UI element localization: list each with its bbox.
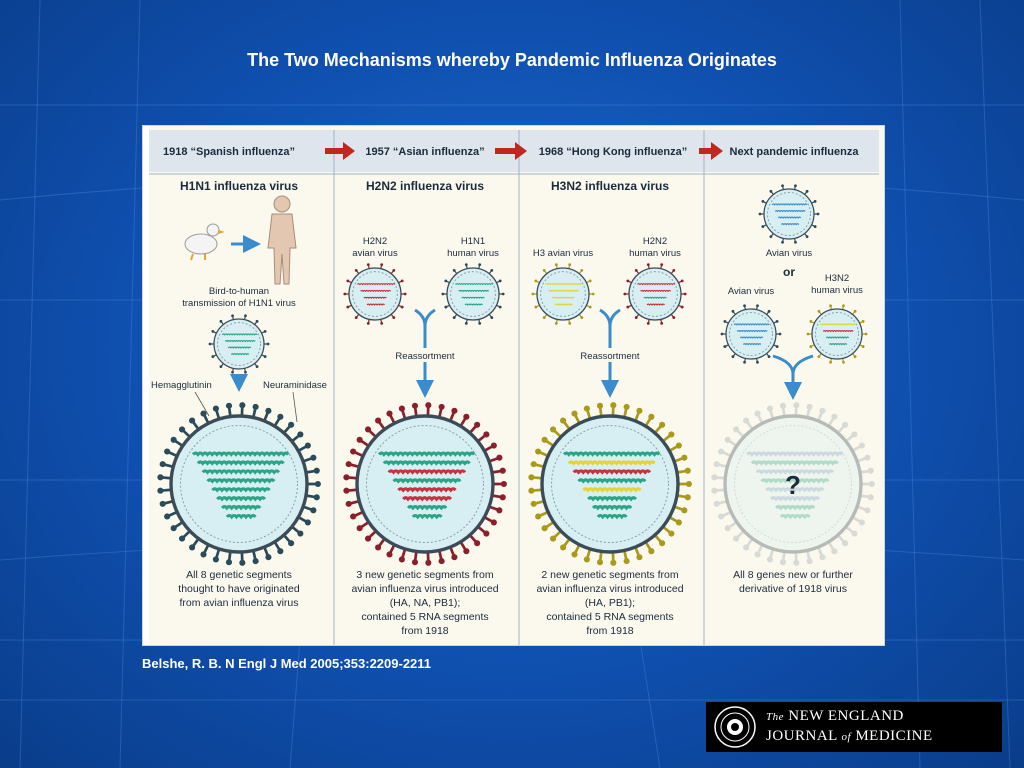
- label-transmission: transmission of H1N1 virus: [182, 298, 296, 309]
- header-1957: 1957 “Asian influenza”: [365, 146, 484, 158]
- large-virus-next: [711, 402, 875, 566]
- label-h3n2-1: H3N2: [825, 273, 849, 284]
- label-h2n2-avian-1: H2N2: [363, 236, 387, 247]
- nejm-wordmark: The NEW ENGLAND JOURNAL of MEDICINE: [766, 708, 933, 744]
- svg-text:from avian influenza virus: from avian influenza virus: [179, 597, 298, 609]
- small-virus-h1n1: [208, 314, 270, 374]
- label-h3-avian: H3 avian virus: [533, 248, 593, 259]
- virus-h1n1-human: [441, 263, 505, 325]
- virus-h3n2-human: [806, 304, 868, 364]
- svg-text:All 8 genetic segments: All 8 genetic segments: [186, 569, 292, 581]
- svg-text:All 8 genes new or further: All 8 genes new or further: [733, 569, 853, 581]
- question-mark: ?: [785, 470, 801, 500]
- svg-text:avian influenza virus introduc: avian influenza virus introduced: [536, 583, 683, 595]
- subheader-h1n1: H1N1 influenza virus: [180, 179, 298, 193]
- svg-text:(HA, NA, PB1);: (HA, NA, PB1);: [390, 597, 461, 609]
- large-virus-h2n2: [343, 402, 507, 566]
- label-avian-virus-top: Avian virus: [766, 248, 813, 259]
- svg-text:from 1918: from 1918: [586, 625, 633, 637]
- header-next: Next pandemic influenza: [730, 146, 860, 158]
- caption-1918: All 8 genetic segments thought to have o…: [178, 569, 300, 609]
- label-h2n2-avian-2: avian virus: [352, 248, 398, 259]
- label-reassortment-1: Reassortment: [395, 351, 454, 362]
- nejm-seal-icon: [714, 706, 756, 748]
- citation: Belshe, R. B. N Engl J Med 2005;353:2209…: [142, 656, 432, 671]
- virus-h2n2-human: [623, 263, 687, 325]
- caption-next: All 8 genes new or further derivative of…: [733, 569, 853, 595]
- label-or: or: [783, 265, 795, 279]
- human-figure-icon: [267, 195, 297, 285]
- svg-text:2 new genetic segments from: 2 new genetic segments from: [541, 569, 678, 581]
- virus-avian-left: [720, 304, 782, 364]
- label-h2n2-human-2: human virus: [629, 248, 681, 259]
- large-virus-h1n1: [157, 402, 321, 566]
- timeline-arrows: [325, 142, 723, 160]
- nejm-logo: The NEW ENGLAND JOURNAL of MEDICINE: [706, 702, 1002, 752]
- label-neuraminidase: Neuraminidase: [263, 380, 327, 391]
- svg-text:from 1918: from 1918: [401, 625, 448, 637]
- label-h2n2-human-1: H2N2: [643, 236, 667, 247]
- caption-1957: 3 new genetic segments from avian influe…: [351, 569, 498, 637]
- label-h1n1-human-2: human virus: [447, 248, 499, 259]
- virus-h3-avian: [531, 263, 595, 325]
- svg-text:avian influenza virus introduc: avian influenza virus introduced: [351, 583, 498, 595]
- svg-text:3 new genetic segments from: 3 new genetic segments from: [356, 569, 493, 581]
- label-h3n2-2: human virus: [811, 285, 863, 296]
- subheader-h3n2: H3N2 influenza virus: [551, 179, 669, 193]
- duck-icon: [184, 223, 225, 261]
- slide-title: The Two Mechanisms whereby Pandemic Infl…: [247, 50, 777, 70]
- caption-1968: 2 new genetic segments from avian influe…: [536, 569, 683, 637]
- pandemic-figure: 1918 “Spanish influenza” 1957 “Asian inf…: [142, 125, 885, 646]
- svg-text:contained 5 RNA segments: contained 5 RNA segments: [361, 611, 488, 623]
- label-hemagglutinin: Hemagglutinin: [151, 380, 212, 391]
- label-avian-virus-left: Avian virus: [728, 286, 775, 297]
- header-1918: 1918 “Spanish influenza”: [163, 146, 295, 158]
- svg-text:(HA, PB1);: (HA, PB1);: [585, 597, 635, 609]
- label-bird-to-human: Bird-to-human: [209, 286, 269, 297]
- large-virus-h3n2: [528, 402, 692, 566]
- label-reassortment-2: Reassortment: [580, 351, 639, 362]
- virus-avian-top: [758, 184, 820, 244]
- svg-text:derivative of 1918 virus: derivative of 1918 virus: [739, 583, 847, 595]
- virus-h2n2-avian: [343, 263, 407, 325]
- svg-text:contained 5 RNA segments: contained 5 RNA segments: [546, 611, 673, 623]
- subheader-h2n2: H2N2 influenza virus: [366, 179, 484, 193]
- label-h1n1-human-1: H1N1: [461, 236, 485, 247]
- header-1968: 1968 “Hong Kong influenza”: [539, 146, 688, 158]
- svg-text:thought to have originated: thought to have originated: [178, 583, 300, 595]
